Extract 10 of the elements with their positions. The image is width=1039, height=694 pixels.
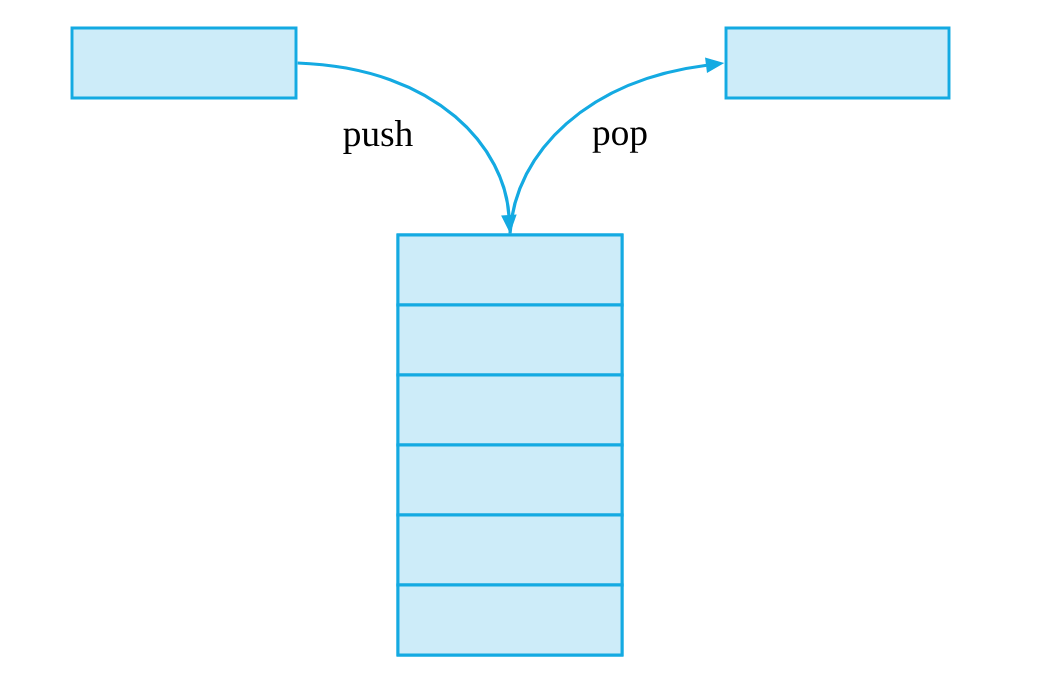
stack-cell xyxy=(396,443,624,517)
box xyxy=(724,26,951,100)
stack-cell xyxy=(396,373,624,447)
box xyxy=(70,26,298,100)
stack-cell xyxy=(396,233,624,307)
stack-cell xyxy=(396,583,624,657)
stack-cell xyxy=(396,303,624,377)
edge-label: push xyxy=(341,118,415,156)
edge-label: pop xyxy=(590,125,650,155)
stack-cell xyxy=(396,513,624,587)
